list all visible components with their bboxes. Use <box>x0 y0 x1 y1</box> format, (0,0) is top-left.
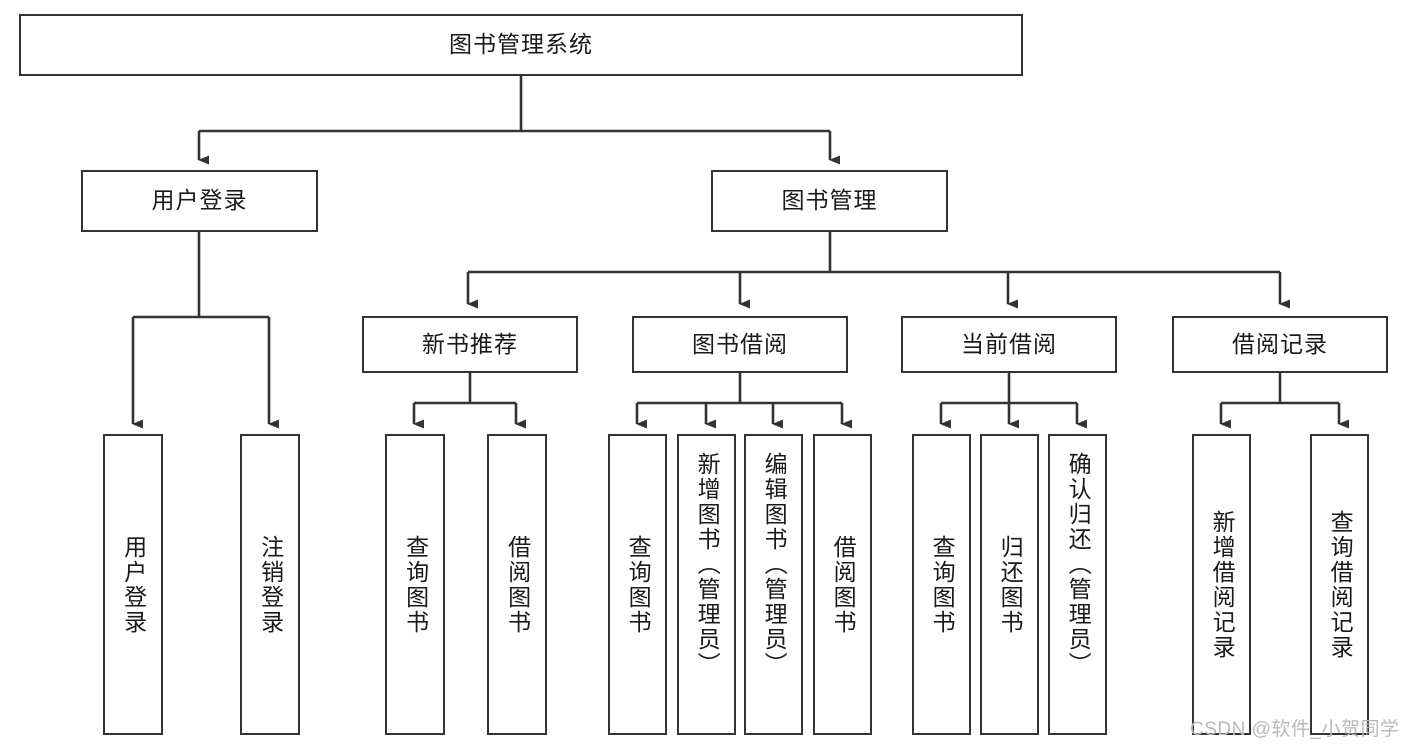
node-label: 借阅记录 <box>1232 330 1328 357</box>
csdn-watermark: CSDN @软件_小贺同学 <box>1190 719 1400 740</box>
node-label: 图书管理 <box>781 187 878 214</box>
node-new-book-recommend[interactable]: 新书推荐 <box>362 316 578 373</box>
node-label: 当前借阅 <box>961 330 1057 357</box>
node-book-management-system[interactable]: 图书管理系统 <box>19 14 1023 76</box>
node-borrow-record[interactable]: 借阅记录 <box>1172 316 1388 373</box>
leaf-cb-return-book[interactable]: 归还图书 <box>980 434 1039 735</box>
leaf-bb-edit-book-admin[interactable]: 编辑图书（管理员） <box>744 434 803 735</box>
node-label: 编辑图书（管理员） <box>761 452 788 677</box>
node-label: 查询图书 <box>929 534 956 635</box>
node-current-borrow[interactable]: 当前借阅 <box>901 316 1117 373</box>
node-label: 用户登录 <box>120 534 147 635</box>
leaf-user-logout[interactable]: 注销登录 <box>240 434 300 735</box>
node-label: 查询借阅记录 <box>1327 509 1354 660</box>
node-label: 注销登录 <box>257 534 284 635</box>
node-label: 查询图书 <box>402 534 429 635</box>
node-label: 新增借阅记录 <box>1209 509 1236 660</box>
node-book-management[interactable]: 图书管理 <box>711 170 948 232</box>
leaf-bb-query-book[interactable]: 查询图书 <box>608 434 667 735</box>
leaf-br-query-record[interactable]: 查询借阅记录 <box>1310 434 1369 735</box>
leaf-nb-query-book[interactable]: 查询图书 <box>385 434 445 735</box>
leaf-bb-add-book-admin[interactable]: 新增图书（管理员） <box>677 434 736 735</box>
node-label: 图书借阅 <box>692 330 788 357</box>
leaf-nb-borrow-book[interactable]: 借阅图书 <box>487 434 547 735</box>
leaf-cb-query-book[interactable]: 查询图书 <box>912 434 971 735</box>
node-book-borrow[interactable]: 图书借阅 <box>632 316 848 373</box>
node-label: 归还图书 <box>997 534 1024 635</box>
node-label: 借阅图书 <box>830 534 857 635</box>
node-user-login[interactable]: 用户登录 <box>81 170 318 232</box>
node-label: 新书推荐 <box>422 330 518 357</box>
node-label: 用户登录 <box>151 187 248 214</box>
leaf-cb-confirm-return-admin[interactable]: 确认归还（管理员） <box>1048 434 1107 735</box>
node-label: 查询图书 <box>625 534 652 635</box>
leaf-user-login[interactable]: 用户登录 <box>103 434 163 735</box>
leaf-br-add-record[interactable]: 新增借阅记录 <box>1192 434 1251 735</box>
node-label: 确认归还（管理员） <box>1065 452 1092 677</box>
node-label: 借阅图书 <box>504 534 531 635</box>
leaf-bb-borrow-book[interactable]: 借阅图书 <box>813 434 872 735</box>
node-label: 新增图书（管理员） <box>694 452 721 677</box>
node-label: 图书管理系统 <box>449 31 593 58</box>
